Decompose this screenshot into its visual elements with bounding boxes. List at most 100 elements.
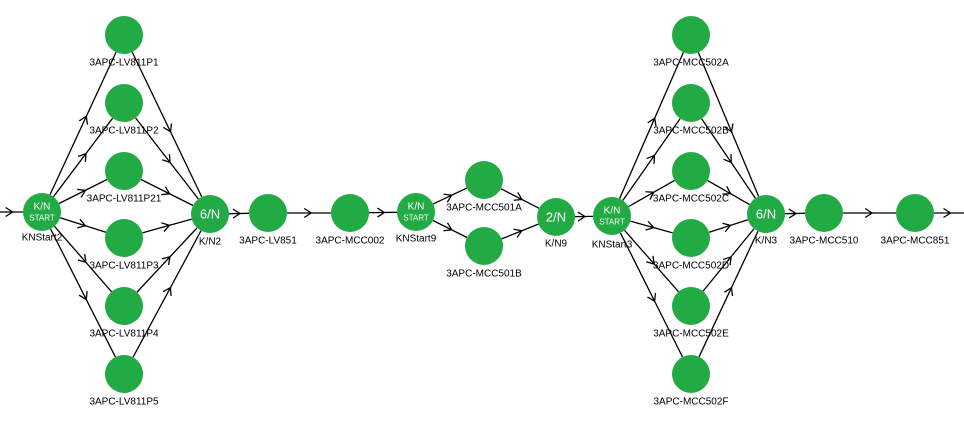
node-lv851[interactable]: 3APC-LV851: [239, 194, 297, 247]
edge-m501a-n9: [500, 188, 540, 209]
node-circle[interactable]: [672, 84, 710, 122]
arrowhead: [647, 292, 657, 303]
node-m502b[interactable]: 3APC-MCC502B: [653, 84, 729, 137]
arrowhead: [723, 154, 732, 164]
edge-lv851-mcc002: [287, 207, 331, 219]
node-p2[interactable]: 3APC-LV811P2: [89, 84, 159, 137]
node-n3[interactable]: 6/N K/N3: [747, 195, 785, 247]
arrowhead: [722, 222, 732, 233]
node-n2[interactable]: 6/NK/N2: [191, 195, 229, 248]
node-circle[interactable]: [105, 355, 143, 393]
arrowhead: [722, 255, 732, 266]
node-circle[interactable]: [896, 194, 934, 232]
arrowhead: [161, 186, 171, 196]
edge-ks3-m502e: [624, 229, 679, 293]
node-label: 3APC-LV811P2: [89, 126, 159, 137]
node-inner-text: 6/N: [756, 207, 776, 222]
node-label: K/N3: [755, 236, 778, 247]
node-m502f[interactable]: 3APC-MCC502F: [653, 355, 729, 408]
node-inner-text: 2/N: [546, 210, 566, 225]
node-label: 3APC-LV811P3: [89, 261, 159, 272]
node-circle[interactable]: [747, 195, 785, 233]
node-n9[interactable]: 2/NK/N9: [537, 198, 575, 250]
node-circle[interactable]: [465, 227, 503, 265]
node-circle[interactable]: [805, 194, 843, 232]
node-m501a[interactable]: 3APC-MCC501A: [446, 161, 522, 214]
edge-ks3-m502c: [628, 179, 675, 208]
edge-n3-m510: [784, 208, 806, 219]
node-label: 3APC-MCC502D: [653, 261, 729, 272]
node-label: KNStart2: [22, 233, 63, 244]
node-circle[interactable]: [672, 16, 710, 54]
node-p5[interactable]: 3APC-LV811P5: [89, 355, 159, 408]
edge-m851-out: [934, 207, 964, 219]
node-circle[interactable]: [672, 355, 710, 393]
arrowhead: [161, 222, 171, 232]
node-circle[interactable]: [105, 16, 143, 54]
node-label: 3APC-LV851: [239, 236, 297, 247]
node-m502a[interactable]: 3APC-MCC502A: [653, 16, 729, 69]
edge-ks3-m502a: [619, 52, 684, 199]
node-circle[interactable]: [105, 287, 143, 325]
arrowhead: [443, 222, 453, 232]
edge-p4-n2: [136, 227, 198, 293]
node-label: 3APC-LV811P4: [89, 329, 159, 340]
arrowhead: [577, 211, 587, 222]
node-p21[interactable]: 3APC-LV811P21: [87, 152, 162, 205]
node-inner-text: START: [403, 214, 429, 223]
arrowhead: [78, 115, 89, 125]
node-p1[interactable]: 3APC-LV811P1: [89, 16, 159, 69]
node-label: 3APC-MCC502C: [653, 194, 729, 205]
arrowhead: [724, 123, 734, 133]
node-circle[interactable]: [672, 152, 710, 190]
node-m502c[interactable]: 3APC-MCC502C: [653, 152, 729, 205]
arrowhead: [77, 188, 87, 198]
node-circle[interactable]: [672, 219, 710, 257]
arrowhead: [376, 207, 386, 218]
node-circle[interactable]: [672, 287, 710, 325]
node-label: 3APC-LV811P21: [87, 194, 162, 205]
node-m851[interactable]: 3APC-MCC851: [881, 194, 950, 247]
arrowhead: [162, 286, 172, 297]
arrowhead: [77, 218, 87, 229]
node-circle[interactable]: [23, 193, 61, 231]
arrowhead: [232, 208, 242, 219]
node-circle[interactable]: [593, 197, 631, 235]
arrowhead: [513, 228, 523, 238]
node-label: 3APC-MCC502F: [653, 397, 728, 408]
node-circle[interactable]: [249, 194, 287, 232]
node-m502d[interactable]: 3APC-MCC502D: [653, 219, 729, 272]
node-circle[interactable]: [397, 193, 435, 231]
arrowhead: [162, 154, 171, 164]
node-circle[interactable]: [537, 198, 575, 236]
node-label: 3APC-MCC851: [881, 236, 950, 247]
arrowhead: [163, 123, 173, 133]
node-circle[interactable]: [191, 195, 229, 233]
node-p3[interactable]: 3APC-LV811P3: [89, 219, 159, 272]
node-circle[interactable]: [465, 161, 503, 199]
edge-n9-ks3: [574, 211, 594, 222]
node-circle[interactable]: [331, 194, 369, 232]
node-mcc002[interactable]: 3APC-MCC002: [316, 194, 385, 247]
node-label: KNStart3: [592, 240, 633, 251]
node-label: 3APC-LV811P1: [89, 58, 159, 69]
arrowhead: [77, 152, 87, 162]
edge-p2-n2: [135, 117, 199, 200]
node-m502e[interactable]: 3APC-MCC502E: [653, 287, 729, 340]
node-circle[interactable]: [105, 152, 143, 190]
node-circle[interactable]: [105, 84, 143, 122]
node-m501b[interactable]: 3APC-MCC501B: [446, 227, 522, 280]
arrowhead: [646, 154, 656, 164]
edge-ks2-p5: [50, 228, 116, 358]
node-circle[interactable]: [105, 219, 143, 257]
edge-ks2-p4: [54, 225, 112, 293]
arrowhead: [5, 206, 14, 218]
node-label: 3APC-MCC501B: [446, 269, 522, 280]
node-inner-text: K/N: [604, 206, 621, 217]
node-p4[interactable]: 3APC-LV811P4: [89, 287, 159, 340]
nodes: K/NSTARTKNStart23APC-LV811P13APC-LV811P2…: [22, 16, 950, 408]
node-m510[interactable]: 3APC-MCC510: [790, 194, 859, 247]
